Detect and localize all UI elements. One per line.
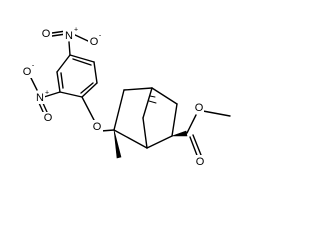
ester-carbonyl-oxygen: O bbox=[196, 156, 205, 168]
nitro-group-top: N + O O - bbox=[41, 27, 102, 56]
ester-oxygen: O bbox=[195, 102, 204, 114]
nitro-ortho-plus-charge: + bbox=[45, 90, 49, 97]
nitro-top-oxygen-double: O bbox=[42, 28, 51, 40]
nitro-top-plus-charge: + bbox=[74, 27, 78, 34]
nitro-top-minus-charge: - bbox=[99, 33, 102, 40]
ether-oxygen: O bbox=[93, 121, 102, 133]
bicyclic-core bbox=[113, 87, 178, 149]
nitro-ortho-oxygen-double: O bbox=[44, 112, 53, 124]
nitro-ortho-minus-charge: - bbox=[32, 63, 35, 70]
nitro-top-oxygen-single: O bbox=[90, 36, 99, 48]
methyl-ester: O O bbox=[171, 102, 231, 168]
structure-diagram: N + O O - N + O - O O bbox=[22, 27, 231, 168]
methyl-wedge bbox=[113, 129, 122, 159]
aryl-ring bbox=[56, 54, 98, 98]
nitro-top-nitrogen: N bbox=[65, 30, 73, 42]
nitro-ortho-nitrogen: N bbox=[36, 92, 44, 104]
nitro-ortho-oxygen-single: O bbox=[23, 66, 32, 78]
ether-linkage: O bbox=[81, 96, 115, 133]
nitro-group-ortho: N + O - O bbox=[22, 63, 61, 124]
